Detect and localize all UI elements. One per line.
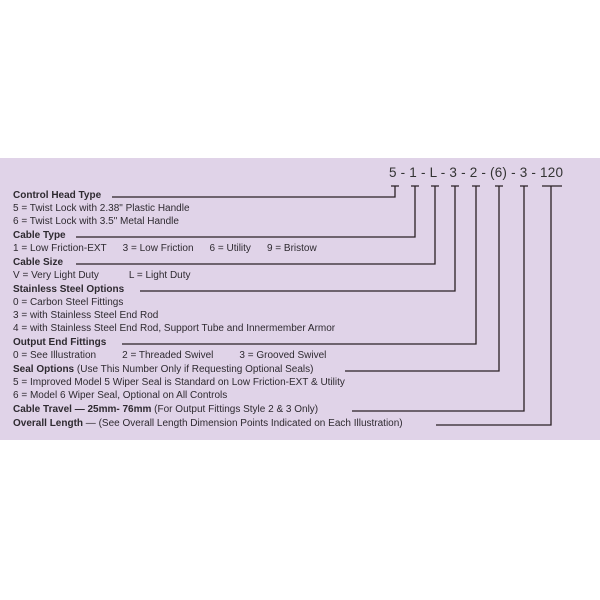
option: L = Light Duty	[128, 270, 191, 281]
connector-cable-travel	[352, 185, 528, 412]
connector-output-fittings	[122, 185, 480, 345]
part-number-code: 5 - 1 - L - 3 - 2 - (6) - 3 - 120	[389, 165, 564, 180]
option: 5 = Improved Model 5 Wiper Seal is Stand…	[13, 377, 345, 388]
option: 5 = Twist Lock with 2.38" Plastic Handle	[13, 203, 190, 214]
option: 6 = Twist Lock with 3.5" Metal Handle	[13, 216, 179, 227]
option: 3 = Low Friction	[122, 243, 194, 254]
option: V = Very Light Duty	[13, 270, 99, 281]
section-title: Cable Type	[13, 230, 66, 241]
option: 2 = Threaded Swivel	[122, 350, 214, 361]
connector-cable-type	[76, 185, 419, 238]
section-title: Output End Fittings	[13, 337, 107, 348]
section-stainless: Stainless Steel Options	[13, 284, 124, 296]
option: 6 = Model 6 Wiper Seal, Optional on All …	[13, 390, 228, 401]
connector-cable-size	[76, 185, 439, 265]
connector-control-head	[112, 185, 399, 198]
option-row: 0 = See Illustration 2 = Threaded Swivel 3…	[13, 350, 326, 362]
section-overall-length: Overall Length — (See Overall Length Dim…	[13, 418, 403, 430]
section-note: — (See Overall Length Dimension Points I…	[83, 418, 403, 429]
option: 0 = Carbon Steel Fittings	[13, 297, 124, 308]
connector-stainless	[140, 185, 459, 292]
section-title: Stainless Steel Options	[13, 284, 125, 295]
section-title: Cable Size	[13, 257, 64, 268]
option: 4 = with Stainless Steel End Rod, Suppor…	[13, 323, 336, 334]
section-title: Seal Options	[13, 364, 75, 375]
section-output-fittings: Output End Fittings	[13, 337, 106, 349]
option-row: V = Very Light Duty L = Light Duty	[13, 270, 191, 282]
section-title: Cable Travel — 25mm- 76mm	[13, 404, 152, 415]
connector-overall-length	[436, 185, 562, 426]
section-cable-travel: Cable Travel — 25mm- 76mm (For Output Fi…	[13, 404, 318, 416]
option: 0 = See Illustration	[13, 350, 97, 361]
option: 1 = Low Friction-EXT	[13, 243, 107, 254]
option: 6 = Utility	[209, 243, 251, 254]
section-control-head: Control Head Type	[13, 190, 101, 202]
option-row: 1 = Low Friction-EXT 3 = Low Friction 6 = …	[13, 243, 317, 255]
option: 9 = Bristow	[266, 243, 317, 254]
option: 3 = Grooved Swivel	[239, 350, 327, 361]
diagram-panel	[0, 158, 600, 440]
connector-seal	[345, 185, 503, 372]
section-cable-type: Cable Type	[13, 230, 66, 242]
section-note: (For Output Fittings Style 2 & 3 Only)	[151, 404, 319, 415]
section-seal: Seal Options (Use This Number Only if Re…	[13, 364, 314, 376]
section-cable-size: Cable Size	[13, 257, 63, 269]
section-title: Control Head Type	[13, 190, 102, 201]
option: 3 = with Stainless Steel End Rod	[13, 310, 159, 321]
section-title: Overall Length	[13, 418, 84, 429]
section-note: (Use This Number Only if Requesting Opti…	[74, 364, 314, 375]
